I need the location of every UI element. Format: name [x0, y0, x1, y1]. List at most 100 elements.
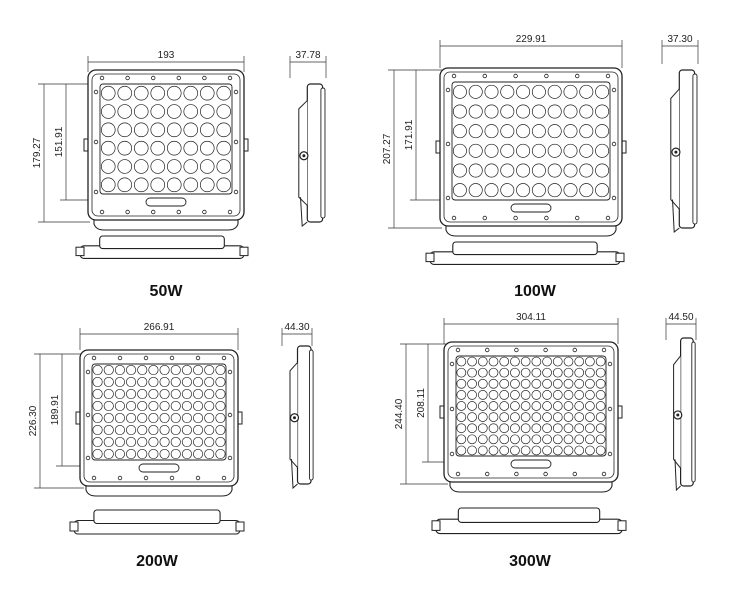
led-lens: [92, 448, 103, 460]
svg-text:304.11: 304.11: [516, 312, 546, 323]
screw-dot: [513, 215, 518, 221]
led-lens: [499, 356, 510, 367]
led-lens: [563, 434, 574, 445]
led-lens: [579, 124, 594, 139]
side-pivot-center: [302, 154, 306, 158]
led-lens: [531, 445, 542, 456]
led-lens: [477, 423, 488, 434]
led-lens: [159, 436, 170, 448]
side-lens-rim: [691, 341, 696, 483]
led-lens: [467, 434, 477, 445]
led-lens: [468, 104, 483, 119]
led-lens: [204, 400, 215, 412]
svg-text:44.50: 44.50: [668, 312, 693, 323]
led-lens: [477, 445, 488, 456]
led-lens: [148, 376, 159, 388]
led-lens: [531, 183, 546, 198]
led-lens: [510, 412, 520, 422]
led-lens: [500, 84, 515, 99]
led-lens: [500, 163, 515, 178]
bottom-view-50w: [75, 235, 249, 259]
housing-inner: [447, 345, 615, 479]
led-lens: [520, 412, 531, 422]
screw-dot: [543, 347, 548, 353]
svg-text:44.30: 44.30: [284, 322, 309, 333]
screw-dot: [150, 75, 156, 81]
led-lens: [542, 390, 552, 400]
led-lens: [92, 388, 103, 400]
led-lens: [133, 85, 149, 101]
bottom-knob-right: [239, 246, 249, 257]
bottom-top-plate: [99, 235, 225, 250]
led-lens: [159, 388, 170, 400]
led-lens: [148, 436, 159, 448]
led-panel: [99, 83, 233, 195]
dimension-height-outer-200w: 226.30: [28, 353, 84, 489]
screw-dot: [445, 141, 451, 147]
side-housing: [679, 337, 694, 487]
model-label-300w: 300W: [509, 553, 552, 570]
dimension-height-outer-300w: 244.40: [394, 343, 448, 485]
screw-dot: [117, 475, 123, 481]
led-lens: [215, 436, 226, 448]
led-lens: [114, 424, 125, 436]
led-lens: [510, 356, 520, 367]
led-lens: [166, 85, 182, 101]
led-lens: [595, 434, 606, 445]
screw-dot: [233, 189, 239, 195]
led-lens: [170, 376, 181, 388]
led-lens: [547, 143, 562, 158]
led-lens: [516, 183, 531, 198]
led-lens: [468, 84, 483, 99]
led-lens: [542, 423, 552, 434]
model-label-100w: 100W: [514, 283, 557, 300]
led-lens: [456, 401, 467, 411]
led-lens: [92, 424, 103, 436]
led-lens: [484, 163, 499, 178]
screw-dot: [451, 73, 457, 79]
led-lens: [547, 104, 562, 119]
dimension-depth-300w: 44.50: [665, 312, 697, 340]
led-lens: [585, 367, 595, 378]
side-bracket: [672, 199, 680, 233]
led-lens: [477, 401, 488, 411]
led-lens: [499, 412, 510, 422]
led-lens: [585, 401, 595, 411]
led-lens: [150, 122, 166, 138]
led-lens: [148, 400, 159, 412]
led-lens: [199, 140, 215, 156]
screw-dot: [227, 75, 233, 81]
led-lens: [563, 356, 574, 367]
led-lens: [117, 122, 133, 138]
led-lens: [150, 177, 166, 193]
led-lens: [100, 122, 116, 138]
led-lens: [216, 159, 232, 174]
led-lens: [520, 356, 531, 367]
led-lens: [488, 390, 499, 400]
svg-text:37.78: 37.78: [295, 50, 320, 61]
svg-text:226.30: 226.30: [28, 405, 39, 436]
led-lens: [500, 183, 515, 198]
bottom-knob-left: [75, 246, 85, 257]
led-lens: [520, 367, 531, 378]
led-lens: [170, 388, 181, 400]
led-lens: [595, 356, 606, 367]
led-lens: [467, 412, 477, 422]
side-pivot-center: [676, 413, 680, 417]
led-lens: [488, 367, 499, 378]
led-lens: [193, 376, 204, 388]
led-lens: [467, 423, 477, 434]
led-lens: [159, 412, 170, 424]
led-lens: [103, 376, 114, 388]
screw-dot: [202, 209, 207, 215]
screw-dot: [233, 89, 239, 95]
logo-slot: [145, 197, 187, 207]
led-lens: [542, 401, 552, 411]
led-lens: [92, 412, 103, 424]
led-lens: [552, 378, 563, 389]
led-lens: [456, 367, 467, 378]
led-lens: [148, 448, 159, 460]
led-lens: [215, 424, 226, 436]
led-lens: [137, 424, 148, 436]
led-lens: [531, 378, 542, 389]
